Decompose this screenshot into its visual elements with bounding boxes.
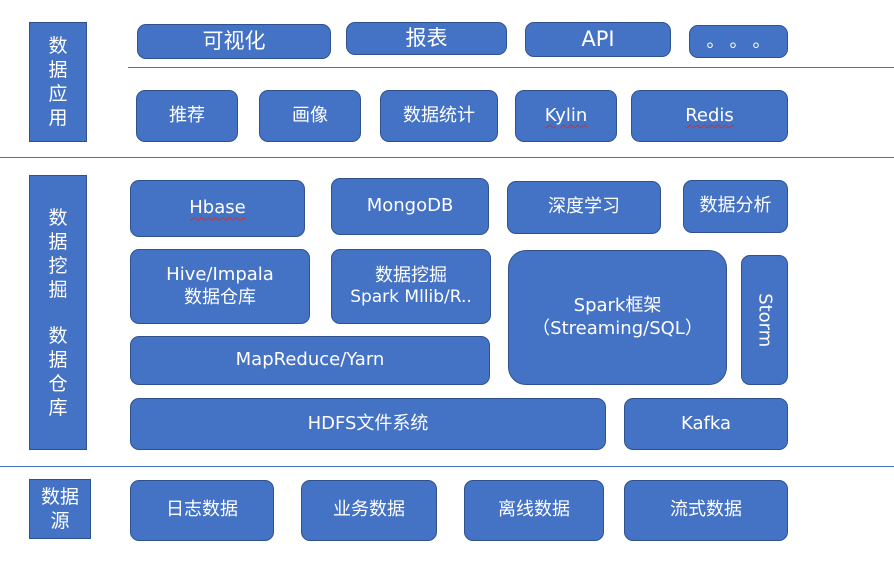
layer-label-mining-text: 数据挖掘 <box>48 206 68 301</box>
box-log-data: 日志数据 <box>130 480 274 541</box>
box-mongodb-text: MongoDB <box>366 195 454 217</box>
box-offline-data: 离线数据 <box>464 480 604 541</box>
box-business-data-text: 业务数据 <box>333 499 405 521</box>
box-kylin: Kylin <box>515 90 617 142</box>
box-profile: 画像 <box>259 90 361 142</box>
box-hbase-text: Hbase <box>189 197 246 219</box>
box-ellipsis-text: 。。。 <box>706 30 785 52</box>
box-mapreduce-text: MapReduce/Yarn <box>235 349 385 371</box>
box-streaming-data: 流式数据 <box>624 480 788 541</box>
box-visualization: 可视化 <box>137 24 331 59</box>
box-business-data: 业务数据 <box>301 480 437 541</box>
layer-label-application: 数据应用 <box>29 22 87 142</box>
box-hive-line2: 数据仓库 <box>184 286 256 308</box>
box-kylin-text: Kylin <box>544 104 588 126</box>
divider-mining-source <box>0 466 894 467</box>
box-deep-learning-text: 深度学习 <box>548 196 620 218</box>
box-report: 报表 <box>346 22 507 55</box>
box-storm: Storm <box>741 255 788 385</box>
layer-label-application-text: 数据应用 <box>48 35 68 129</box>
box-hive-impala: Hive/Impala 数据仓库 <box>130 249 310 324</box>
box-spark-line1: Spark框架 <box>573 295 662 316</box>
box-mongodb: MongoDB <box>331 178 489 235</box>
box-recommend: 推荐 <box>136 90 238 142</box>
box-visualization-text: 可视化 <box>202 29 266 54</box>
box-kafka-text: Kafka <box>681 412 731 434</box>
divider-application-mining <box>0 157 894 158</box>
box-deep-learning: 深度学习 <box>507 181 661 234</box>
box-mining-line2: Spark Mllib/R.. <box>350 287 472 308</box>
box-log-data-text: 日志数据 <box>166 499 238 521</box>
box-data-mining: 数据挖掘 Spark Mllib/R.. <box>331 249 491 324</box>
divider-application-inner <box>128 67 894 68</box>
box-hive-line1: Hive/Impala <box>166 264 274 285</box>
box-spark: Spark框架 （Streaming/SQL） <box>508 250 727 385</box>
box-redis: Redis <box>631 90 788 142</box>
layer-label-source-text: 数据源 <box>40 486 79 532</box>
box-ellipsis: 。。。 <box>689 25 788 58</box>
box-spark-line2: （Streaming/SQL） <box>532 317 703 339</box>
box-data-analysis-text: 数据分析 <box>699 195 772 217</box>
box-data-analysis: 数据分析 <box>683 180 788 233</box>
box-storm-text: Storm <box>754 292 776 348</box>
layer-label-warehouse-text: 数据仓库 <box>48 324 68 419</box>
box-statistics: 数据统计 <box>380 90 498 142</box>
box-recommend-text: 推荐 <box>169 104 205 126</box>
box-api-text: API <box>581 27 615 52</box>
box-report-text: 报表 <box>405 26 448 51</box>
box-streaming-data-text: 流式数据 <box>670 499 742 521</box>
box-hdfs-text: HDFS文件系统 <box>307 412 429 434</box>
layer-label-source: 数据源 <box>29 479 91 539</box>
box-redis-text: Redis <box>685 104 734 126</box>
box-profile-text: 画像 <box>292 104 328 126</box>
box-mining-line1: 数据挖掘 <box>375 264 447 286</box>
box-hbase: Hbase <box>130 180 305 237</box>
box-kafka: Kafka <box>624 398 788 450</box>
box-offline-data-text: 离线数据 <box>498 499 570 521</box>
box-mapreduce-yarn: MapReduce/Yarn <box>130 336 490 385</box>
box-api: API <box>525 22 671 57</box>
layer-label-mining-warehouse: 数据挖掘 数据仓库 <box>29 175 87 450</box>
box-statistics-text: 数据统计 <box>403 104 475 126</box>
box-hdfs: HDFS文件系统 <box>130 398 606 450</box>
